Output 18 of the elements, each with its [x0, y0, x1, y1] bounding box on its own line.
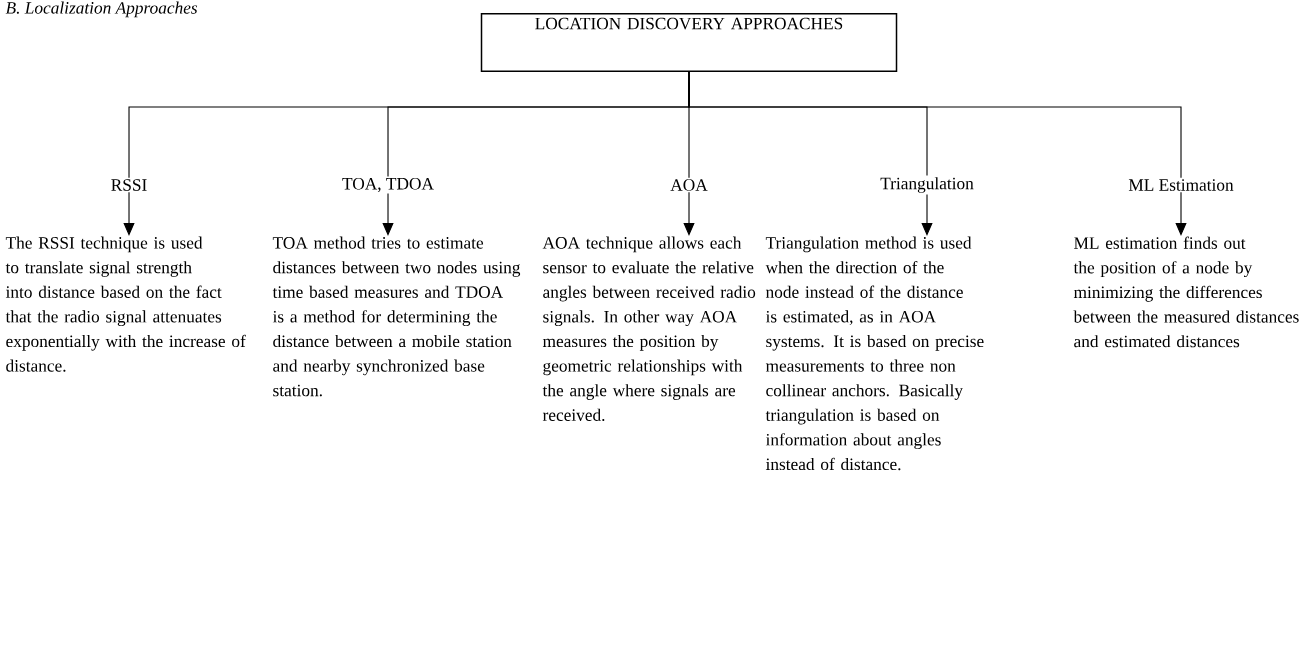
arrow — [123, 191, 135, 236]
title-box: LOCATION DISCOVERY APPROACHES — [480, 13, 898, 72]
description-text: TOA method tries to estimate distances between two nodes using time based measures and TDOA is a method for determining the distance between a mobile station and nearby synchronized base station. — [272, 236, 521, 397]
connector-line — [688, 71, 1182, 179]
arrow — [921, 193, 933, 236]
category-label: Triangulation — [880, 177, 974, 193]
description-text: Triangulation method is used when the direction of the node instead of the distance is estimated, as in AOA systems. It is based on precise measurements to three non collinear anchors. Basically triangulation is based on information about angles instead of distance. — [765, 236, 984, 471]
arrow — [382, 193, 394, 236]
category-label: RSSI — [111, 179, 147, 191]
description-text: The RSSI technique is used to translate signal strength into distance based on the fact that the radio signal attenuates exponentially with the increase of distance. — [5, 236, 246, 372]
description-text: ML estimation finds out the position of a node by minimizing the differences between the measured distances and estimated distances — [1073, 236, 1299, 348]
arrow — [1175, 191, 1187, 236]
arrow — [683, 191, 695, 236]
description-text: AOA technique allows each sensor to evaluate the relative angles between received radio signals. In other way AOA measures the position by geometric relationships with the angle where signals are received. — [542, 236, 756, 421]
category-label: AOA — [670, 179, 708, 191]
category-label: ML Estimation — [1128, 179, 1234, 191]
section-heading: B. Localization Approaches — [5, 1, 198, 18]
category-label: TOA, TDOA — [342, 177, 434, 193]
